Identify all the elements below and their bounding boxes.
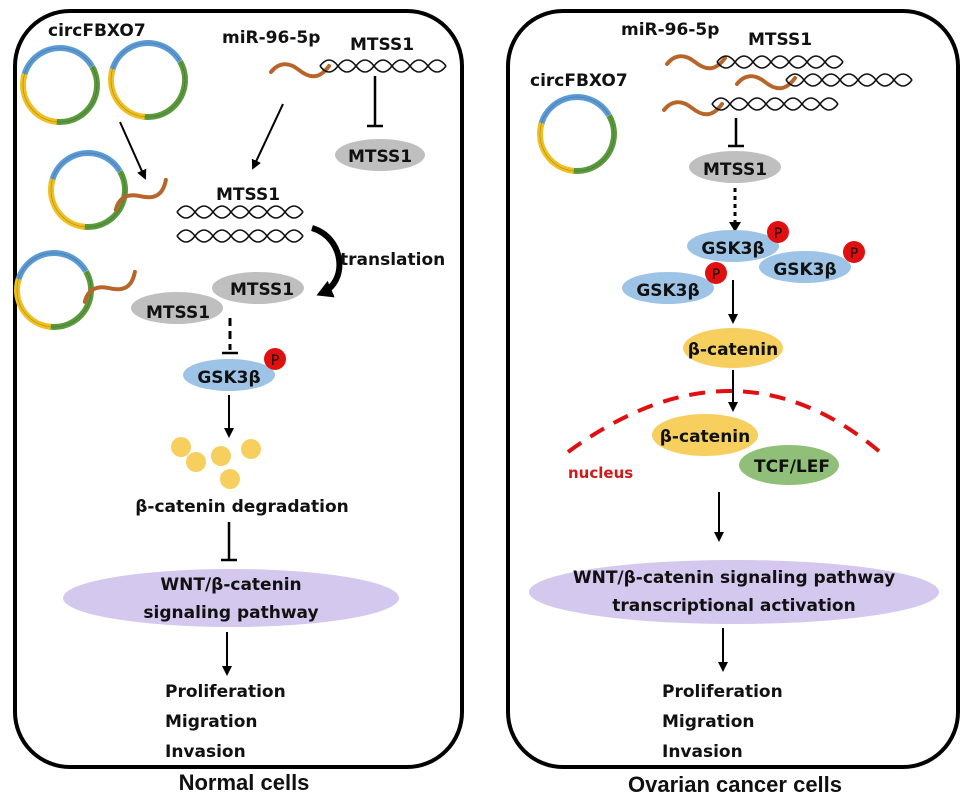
wnt-pathway-ellipse [529,560,939,624]
mtss1-protein-ellipse [689,151,781,183]
mtss1-mrna-helix [711,97,839,111]
cancer-cell-border [506,9,960,769]
circrna-ring [97,29,198,130]
phospho-label: P [712,267,720,283]
phosphorylation-icon [705,262,727,284]
mtss1-mrna-helix [319,59,447,73]
wnt-label-line1: WNT/β-catenin [160,575,301,595]
gsk3b-label: GSK3β [701,239,764,259]
phospho-label: P [850,246,858,262]
normal-cells-caption: Normal cells [179,770,310,795]
gsk3b-ellipse [622,272,714,304]
beta-catenin-label: β-catenin [688,340,778,360]
outcome-proliferation: Proliferation [662,682,783,702]
release-arrow [251,103,284,170]
mtss1-mrna-label: MTSS1 [748,30,812,50]
mtss1-mrna-helix [176,205,304,219]
beta-catenin-nuclear-label: β-catenin [660,427,750,447]
circrna-ring [9,34,110,135]
nuclear-envelope [566,389,882,454]
circfbxo7-label: circFBXO7 [48,21,146,41]
gsk3b-label: GSK3β [636,281,699,301]
degraded-beta-catenin [171,437,261,489]
mtss1-free-mrna-label: MTSS1 [216,185,280,205]
phosphorylation-icon [264,348,286,370]
mir-96-5p-label: miR-96-5p [222,28,320,48]
outcome-invasion: Invasion [662,742,743,762]
sponge-arrow [119,121,147,180]
ovarian-cancer-cells-caption: Ovarian cancer cells [628,772,842,797]
translation-arrow [310,225,343,298]
wnt-label-line1: WNT/β-catenin signaling pathway [573,568,895,588]
mtss1-mrna-helix [785,73,913,87]
gsk3b-ellipse [759,251,851,283]
wnt-label-line2: signaling pathway [143,603,318,623]
mtss1-mrna-helix [176,229,304,243]
tcf-lef-label: TCF/LEF [754,457,830,477]
mtss1-protein-label: MTSS1 [230,280,294,300]
mtss1-protein-ellipse [335,139,425,171]
mirna-strand [665,54,727,71]
phosphorylation-icon [767,221,789,243]
phospho-label: P [271,353,279,369]
gsk3b-label: GSK3β [197,368,260,388]
gsk3b-ellipse [183,359,275,391]
outcome-migration: Migration [662,712,755,732]
circrna-sponge [37,139,138,240]
beta-catenin-ellipse [652,414,758,456]
outcome-invasion: Invasion [165,742,246,762]
beta-catenin-ellipse [683,328,783,368]
degradation-label: β-catenin degradation [135,497,348,517]
translation-label: translation [340,250,445,270]
circrna-ring [526,83,627,184]
phosphorylation-icon [843,241,865,263]
cancer-cells-panel: miR-96-5p MTSS1 circFBXO7 MTSS1 GSK3β P … [506,9,960,797]
mtss1-protein-label: MTSS1 [348,147,412,167]
outcome-migration: Migration [165,712,258,732]
wnt-label-line2: transcriptional activation [612,596,855,616]
mirna-strand [735,74,797,91]
arrowhead [729,222,741,232]
mtss1-mrna-label: MTSS1 [350,35,414,55]
gsk3b-label: GSK3β [773,260,836,280]
mtss1-mrna-helix [716,55,844,69]
nucleus-label: nucleus [568,464,633,482]
normal-cells-panel: circFBXO7 miR-96-5p MTSS1 MTSS1 MTSS1 tr… [3,9,464,795]
outcome-proliferation: Proliferation [165,682,286,702]
mtss1-protein-label: MTSS1 [146,303,210,323]
mtss1-protein-ellipse [131,292,223,324]
mtss1-protein-ellipse [212,272,304,304]
tcf-lef-ellipse [739,445,839,485]
gsk3b-ellipse [687,230,779,262]
mtss1-protein-label: MTSS1 [703,160,767,180]
wnt-pathway-ellipse [63,569,399,627]
normal-cell-border [13,9,464,769]
phospho-label: P [774,226,782,242]
mirna-strand [662,100,724,117]
mir-96-5p-label: miR-96-5p [621,20,719,40]
circfbxo7-label: circFBXO7 [530,71,628,91]
